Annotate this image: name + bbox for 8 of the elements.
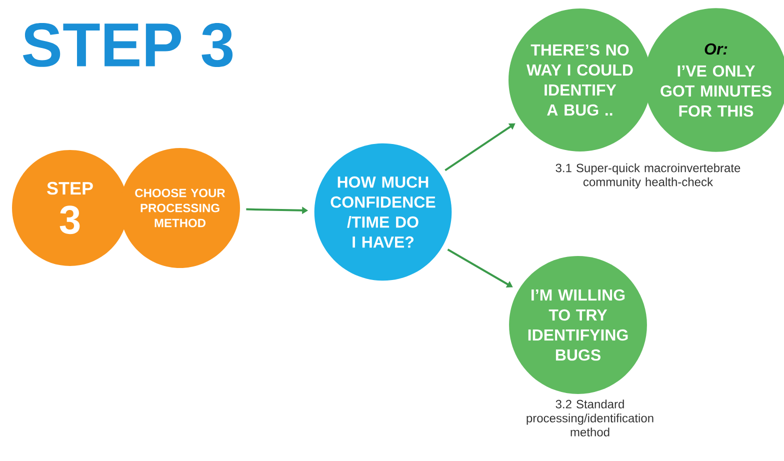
title: STEP 3 (22, 23, 233, 67)
node-label: 3.1 Super-quick macroinvertebrate community health-check (556, 163, 740, 189)
circle-node: THERE’S NO WAY I COULD IDENTIFY A BUG .. (508, 8, 652, 152)
circle-node: CHOOSE YOUR PROCESSING METHOD (120, 148, 240, 268)
circle-node: HOW MUCH CONFIDENCE /TIME DO I HAVE? (314, 143, 452, 281)
circle-node: STEP 3 (12, 150, 128, 266)
node-label: 3.2 Standard processing/identification method (526, 400, 654, 436)
circle-node: I’M WILLING TO TRY IDENTIFYING BUGS (509, 256, 647, 394)
